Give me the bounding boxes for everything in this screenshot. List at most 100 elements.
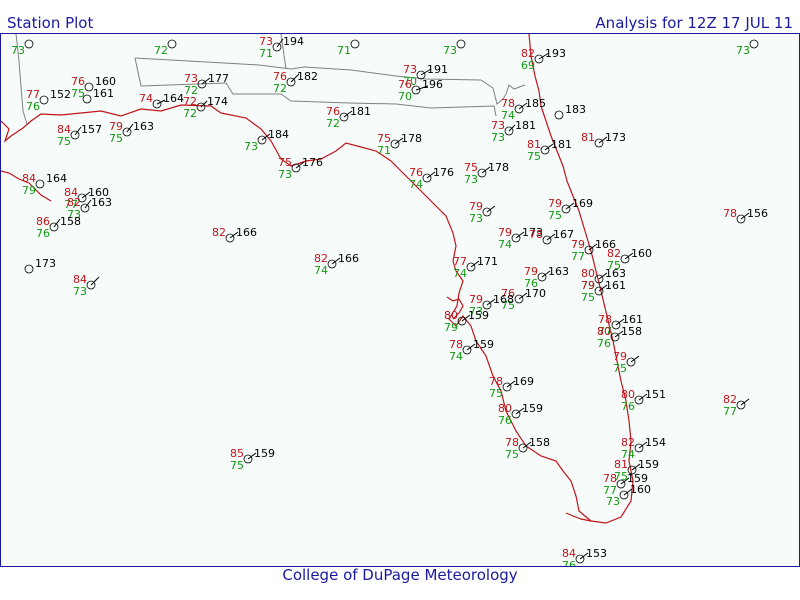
sky-cover-circle (561, 204, 571, 214)
sky-cover-circle (477, 168, 487, 178)
dewpoint-label: 76 (36, 227, 50, 240)
pressure-label: 160 (88, 186, 109, 199)
temperature-label: 78 (603, 472, 617, 485)
pressure-label: 158 (60, 215, 81, 228)
pressure-label: 178 (488, 161, 509, 174)
wind-barb (200, 100, 208, 108)
wind-barb (470, 260, 480, 268)
sky-cover-circle (584, 245, 594, 255)
pressure-label: 159 (254, 447, 275, 460)
wind-barb (426, 171, 436, 179)
dewpoint-label: 76 (562, 559, 576, 566)
wind-barb (415, 85, 429, 91)
dewpoint-label: 75 (548, 209, 562, 222)
dewpoint-label: 77 (598, 325, 612, 338)
dewpoint-label: 75 (613, 362, 627, 375)
temperature-label: 86 (36, 215, 50, 228)
sky-cover-circle (619, 490, 629, 500)
wind-barb (515, 231, 525, 239)
pressure-label: 151 (645, 388, 666, 401)
sky-cover-circle (272, 42, 282, 52)
pressure-label: 166 (236, 226, 257, 239)
dewpoint-label: 72 (154, 44, 168, 57)
pressure-label: 184 (268, 128, 289, 141)
station-28: 173 (24, 257, 56, 274)
temperature-label: 81 (581, 131, 595, 144)
wind-barb (156, 99, 166, 105)
wind-barb (486, 298, 496, 306)
sky-cover-circle (286, 77, 296, 87)
wind-barb (276, 38, 284, 48)
sky-cover-circle (540, 145, 550, 155)
dewpoint-label: 76 (524, 277, 538, 290)
temperature-label: 72 (183, 95, 197, 108)
sky-cover-circle (24, 264, 34, 274)
pressure-label: 163 (548, 265, 569, 278)
pressure-label: 174 (207, 95, 228, 108)
dewpoint-label: 74 (621, 448, 635, 461)
temperature-label: 78 (505, 436, 519, 449)
header-bar: Station Plot Analysis for 12Z 17 JUL 11 (0, 0, 800, 33)
pressure-label: 194 (283, 35, 304, 48)
dewpoint-label: 73 (244, 140, 258, 153)
wind-barb (615, 318, 625, 326)
sky-cover-circle (627, 465, 637, 475)
sky-cover-circle (411, 85, 421, 95)
temperature-label: 75 (377, 132, 391, 145)
sky-cover-circle (736, 400, 746, 410)
wind-barb (126, 123, 134, 133)
wind-barb (740, 212, 750, 220)
temperature-label: 82 (607, 247, 621, 260)
temperature-label: 82 (67, 196, 81, 209)
dewpoint-label: 73 (736, 44, 750, 57)
dewpoint-label: 79 (444, 321, 458, 334)
keys (565, 512, 592, 522)
temperature-label: 84 (57, 123, 71, 136)
pressure-label: 160 (631, 247, 652, 260)
dewpoint-label: 73 (443, 44, 457, 57)
product-title: Station Plot (7, 14, 94, 32)
pressure-label: 169 (572, 197, 593, 210)
wind-barb (90, 276, 100, 286)
sky-cover-circle (610, 332, 620, 342)
pressure-label: 158 (621, 325, 642, 338)
sky-cover-circle (626, 357, 636, 367)
dewpoint-label: 74 (409, 178, 423, 191)
wind-barb (481, 166, 491, 174)
wind-barb (638, 393, 648, 401)
dewpoint-label: 73 (469, 305, 483, 318)
analysis-time: Analysis for 12Z 17 JUL 11 (595, 14, 793, 32)
pressure-label: 164 (163, 92, 184, 105)
wind-barb (565, 202, 575, 210)
dewpoint-label: 75 (614, 470, 628, 483)
temperature-label: 79 (548, 197, 562, 210)
dewpoint-label: 72 (183, 107, 197, 120)
station-8: 161 (82, 87, 114, 104)
temperature-label: 77 (26, 88, 40, 101)
sky-cover-circle (197, 79, 207, 89)
sky-cover-circle (575, 554, 585, 564)
dewpoint-label: 75 (581, 291, 595, 304)
temperature-label: 81 (527, 138, 541, 151)
wind-barb (486, 205, 496, 213)
temperature-label: 84 (22, 172, 36, 185)
temperature-label: 80 (498, 402, 512, 415)
temperature-label: 82 (314, 252, 328, 265)
wind-barb (295, 161, 305, 169)
pressure-label: 181 (350, 105, 371, 118)
pressure-label: 166 (595, 238, 616, 251)
sky-cover-circle (327, 259, 337, 269)
